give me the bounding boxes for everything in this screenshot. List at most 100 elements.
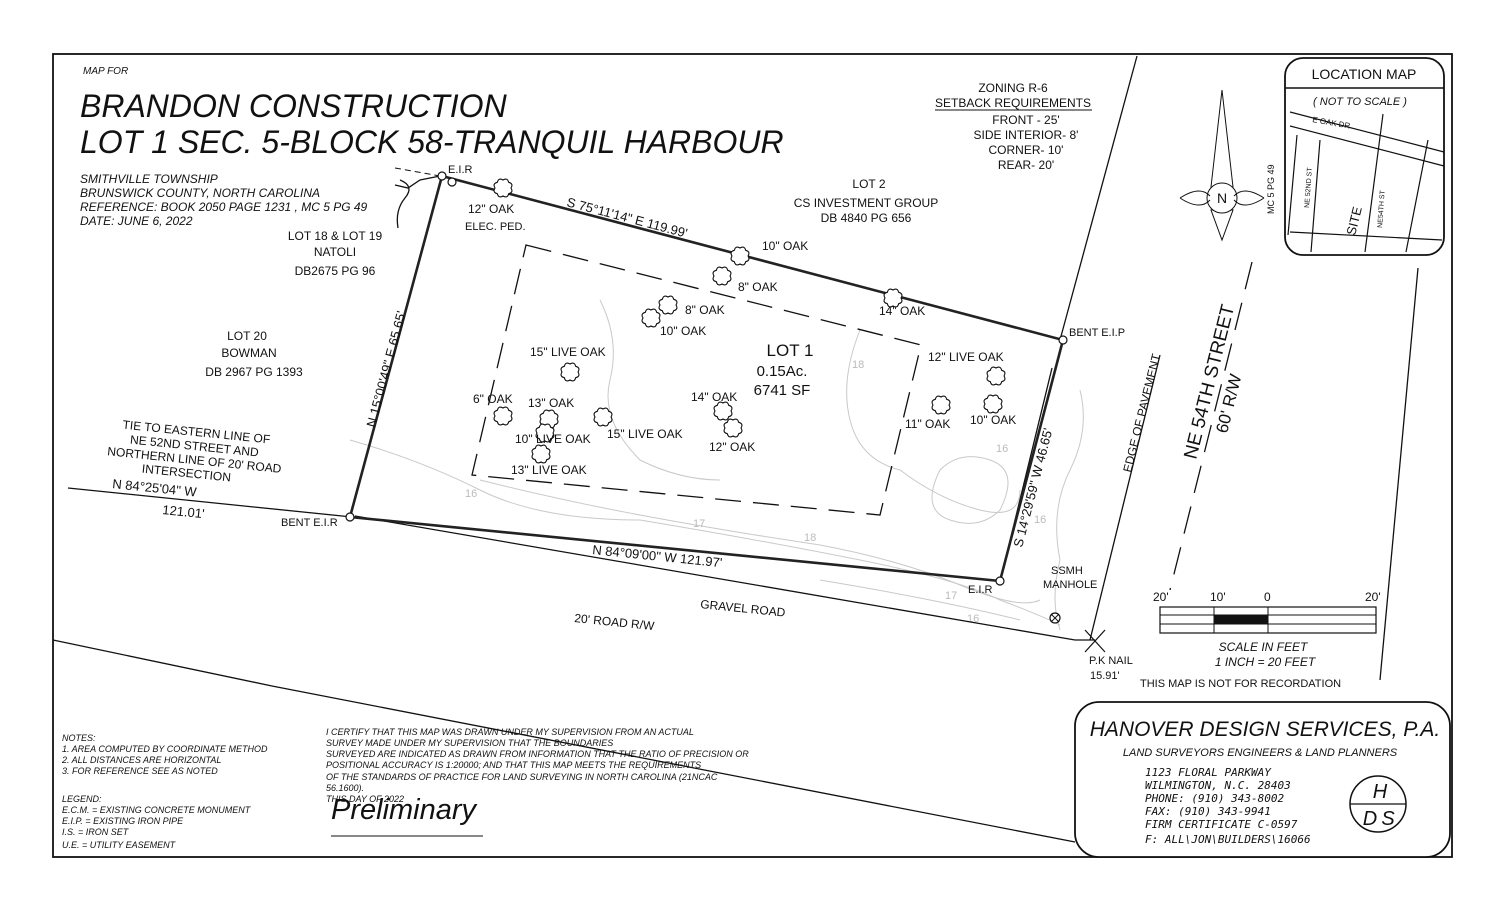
tree-label: 10" OAK <box>660 324 706 338</box>
notes-block: NOTES: 1. AREA COMPUTED BY COORDINATE ME… <box>61 733 268 776</box>
company-phone: PHONE: (910) 343-8002 <box>1145 792 1284 805</box>
zoning-front: FRONT - 25' <box>992 113 1059 127</box>
zoning-side: SIDE INTERIOR- 8' <box>974 128 1079 142</box>
tree-label: 12" OAK <box>468 202 514 216</box>
tree-label: 10" LIVE OAK <box>515 432 591 446</box>
tie-line <box>67 487 353 518</box>
contour-label: 16 <box>465 488 477 500</box>
tree-label: 10" OAK <box>762 239 808 253</box>
company-file: F: ALL\JON\BUILDERS\16066 <box>1145 833 1311 846</box>
pk-nail-label: P.K NAIL <box>1089 655 1133 667</box>
lot-1-boundary <box>348 174 1065 583</box>
company-name: HANOVER DESIGN SERVICES, P.A. <box>1090 718 1441 741</box>
lot-name: LOT 1 <box>767 341 814 360</box>
tree-label: 12" OAK <box>709 440 755 454</box>
north-arrow: N <box>1179 89 1265 242</box>
scale-tick-label: 20' <box>1365 590 1381 604</box>
contour-label: 18 <box>852 359 864 371</box>
natoli-leader <box>396 179 410 229</box>
scale-bar: 20' 10' 0 20' SCALE IN FEET 1 INCH = 20 … <box>1153 590 1381 669</box>
monument-ne <box>1058 335 1068 345</box>
lot20-deed: DB 2967 PG 1393 <box>205 365 303 379</box>
note-item: 1. AREA COMPUTED BY COORDINATE METHOD <box>62 744 268 754</box>
elec-ped-label: ELEC. PED. <box>465 221 526 233</box>
tree-label: 13" LIVE OAK <box>511 463 587 477</box>
cert-line: I CERTIFY THAT THIS MAP WAS DRAWN UNDER … <box>326 727 694 737</box>
contour-label: 16 <box>1034 514 1046 526</box>
north-arrow-head <box>1210 89 1234 188</box>
zoning-block: ZONING R-6 SETBACK REQUIREMENTS FRONT - … <box>935 81 1092 172</box>
ne54-east-edge <box>1379 267 1419 681</box>
tree-icon <box>730 246 750 266</box>
location-map-title: LOCATION MAP <box>1312 66 1417 82</box>
legend-item: I.S. = IRON SET <box>62 827 130 837</box>
cert-line: SURVEYED ARE INDICATED AS DRAWN FROM INF… <box>326 749 749 759</box>
tree-icon <box>658 295 678 315</box>
legend-title: LEGEND: <box>62 794 102 804</box>
monument-labels: E.I.R BENT E.I.P BENT E.I.R E.I.R ELEC. … <box>281 164 1133 682</box>
lot2-deed: DB 4840 PG 656 <box>821 211 912 225</box>
lot2-owner: CS INVESTMENT GROUP <box>794 196 938 210</box>
note-item: 2. ALL DISTANCES ARE HORIZONTAL <box>61 755 221 765</box>
scale-ratio: 1 INCH = 20 FEET <box>1215 655 1317 669</box>
road-south-line <box>52 639 273 687</box>
contour-label: 17 <box>945 590 957 602</box>
scale-tick-label: 10' <box>1210 590 1226 604</box>
lot20-owner: BOWMAN <box>221 346 276 360</box>
ne54-centerline <box>1169 261 1253 591</box>
logo-letter: D <box>1363 808 1377 830</box>
logo-letter: H <box>1373 781 1388 803</box>
tie-note: TIE TO EASTERN LINE OF NE 52ND STREET AN… <box>107 418 283 485</box>
location-map-frame <box>1284 57 1445 256</box>
lot-label: LOT 1 0.15Ac. 6741 SF <box>754 341 814 399</box>
location-map: LOCATION MAP ( NOT TO SCALE ) E OAK DR N… <box>1266 57 1445 256</box>
road-lines <box>52 55 1419 843</box>
monument-markers <box>345 171 1068 586</box>
notes-title: NOTES: <box>62 733 96 743</box>
logo-letter: S <box>1381 808 1395 830</box>
building-setback <box>471 244 922 516</box>
north-arrow-circle <box>1206 182 1238 214</box>
ssmh-label: SSMH <box>1051 565 1083 577</box>
tree-icon <box>560 362 580 382</box>
monument-nw <box>437 171 447 181</box>
company-fax: FAX: (910) 343-9941 <box>1145 805 1271 818</box>
lot-acres: 0.15Ac. <box>757 363 808 380</box>
tree-label: 8" OAK <box>685 303 725 317</box>
lot18-owner: NATOLI <box>314 245 356 259</box>
eir-se-label: E.I.R <box>968 584 993 596</box>
township: SMITHVILLE TOWNSHIP <box>80 172 218 186</box>
date: DATE: JUNE 6, 2022 <box>80 214 193 228</box>
tree-icon <box>641 308 661 328</box>
tree-label: 13" OAK <box>528 396 574 410</box>
zoning-rear: REAR- 20' <box>998 158 1054 172</box>
location-map-road-oak-2 <box>1289 125 1445 167</box>
company-block: HANOVER DESIGN SERVICES, P.A. LAND SURVE… <box>1074 701 1451 858</box>
location-map-road-52-a <box>1287 134 1298 236</box>
elec-ped-marker <box>447 177 457 187</box>
location-map-road-52: NE 52ND ST <box>1304 167 1314 209</box>
tree-icon <box>713 401 733 421</box>
tree-icon <box>723 418 743 438</box>
zoning-title: ZONING R-6 <box>978 81 1048 95</box>
tree-icon <box>493 178 513 198</box>
gravel-road-label: GRAVEL ROAD <box>700 597 787 620</box>
location-map-subtitle: ( NOT TO SCALE ) <box>1313 96 1407 108</box>
contour-labels: 16 17 18 18 17 16 16 16 <box>465 359 1046 625</box>
certification-block: I CERTIFY THAT THIS MAP WAS DRAWN UNDER … <box>326 727 749 837</box>
legend-item: E.I.P. = EXISTING IRON PIPE <box>62 816 184 826</box>
ne54-west-edge <box>1059 55 1138 341</box>
tree-icon <box>493 406 513 426</box>
bearing-west: N 15°00'49" E 65.65' <box>363 309 408 428</box>
legend-item: E.C.M. = EXISTING CONCRETE MONUMENT <box>62 805 252 815</box>
company-tagline: LAND SURVEYORS ENGINEERS & LAND PLANNERS <box>1123 747 1398 759</box>
tree-label: 14" OAK <box>691 390 737 404</box>
cert-line: POSITIONAL ACCURACY IS 1:20000; AND THAT… <box>326 760 701 770</box>
location-map-road-oak-1 <box>1289 111 1445 153</box>
tree-icon <box>931 395 951 415</box>
manhole-label: MANHOLE <box>1043 579 1097 591</box>
tree-label: 15" LIVE OAK <box>607 427 683 441</box>
tree-icon <box>983 394 1003 414</box>
tree-icon <box>539 409 559 429</box>
